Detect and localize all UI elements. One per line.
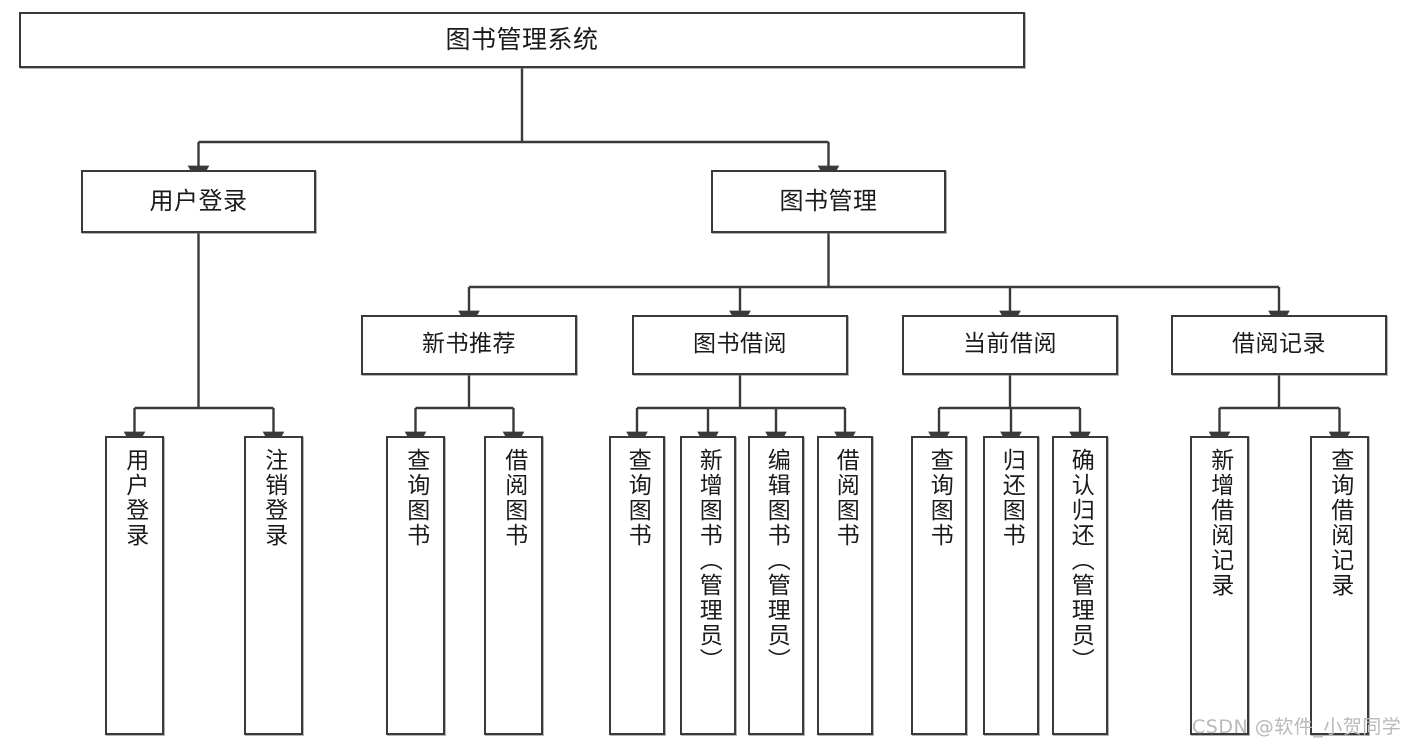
node-label-l-borrowbook2: 借阅图书 xyxy=(832,448,859,548)
csdn-watermark: CSDN @软件_小贺同学 xyxy=(1192,716,1402,738)
node-label-l-userlogin: 用户登录 xyxy=(121,448,148,548)
node-l-editbook[interactable]: 编辑图书（管理员） xyxy=(748,436,804,735)
node-label-n-login: 用户登录 xyxy=(149,187,248,216)
node-l-addrecord[interactable]: 新增借阅记录 xyxy=(1190,436,1249,735)
node-n-newbook[interactable]: 新书推荐 xyxy=(361,315,577,375)
node-label-l-confirmret: 确认归还（管理员） xyxy=(1067,448,1094,673)
node-n-current[interactable]: 当前借阅 xyxy=(902,315,1118,375)
node-n-bookmgmt[interactable]: 图书管理 xyxy=(711,170,946,233)
node-label-l-queryrecord: 查询借阅记录 xyxy=(1326,448,1353,598)
node-label-n-borrow: 图书借阅 xyxy=(693,331,787,358)
node-root[interactable]: 图书管理系统 xyxy=(19,12,1025,68)
node-label-l-returnbook: 归还图书 xyxy=(998,448,1025,548)
node-l-borrowbook1[interactable]: 借阅图书 xyxy=(484,436,543,735)
node-l-userlogin[interactable]: 用户登录 xyxy=(105,436,164,735)
node-label-l-addbook: 新增图书（管理员） xyxy=(695,448,722,673)
node-l-addbook[interactable]: 新增图书（管理员） xyxy=(680,436,736,735)
node-l-logout[interactable]: 注销登录 xyxy=(244,436,303,735)
node-l-querybook3[interactable]: 查询图书 xyxy=(911,436,967,735)
node-l-querybook1[interactable]: 查询图书 xyxy=(386,436,445,735)
node-l-queryrecord[interactable]: 查询借阅记录 xyxy=(1310,436,1369,735)
node-l-borrowbook2[interactable]: 借阅图书 xyxy=(817,436,873,735)
node-label-l-querybook3: 查询图书 xyxy=(926,448,953,548)
node-n-record[interactable]: 借阅记录 xyxy=(1171,315,1387,375)
node-label-l-querybook2: 查询图书 xyxy=(624,448,651,548)
node-n-borrow[interactable]: 图书借阅 xyxy=(632,315,848,375)
node-label-l-querybook1: 查询图书 xyxy=(402,448,429,548)
node-l-querybook2[interactable]: 查询图书 xyxy=(609,436,665,735)
node-label-l-editbook: 编辑图书（管理员） xyxy=(763,448,790,673)
node-label-l-logout: 注销登录 xyxy=(260,448,287,548)
node-label-n-record: 借阅记录 xyxy=(1232,331,1326,358)
node-l-confirmret[interactable]: 确认归还（管理员） xyxy=(1052,436,1108,735)
node-label-n-bookmgmt: 图书管理 xyxy=(779,187,878,216)
node-l-returnbook[interactable]: 归还图书 xyxy=(983,436,1039,735)
node-label-n-current: 当前借阅 xyxy=(963,331,1057,358)
node-label-l-addrecord: 新增借阅记录 xyxy=(1206,448,1233,598)
node-label-l-borrowbook1: 借阅图书 xyxy=(500,448,527,548)
node-n-login[interactable]: 用户登录 xyxy=(81,170,316,233)
node-label-n-newbook: 新书推荐 xyxy=(422,331,516,358)
node-label-root: 图书管理系统 xyxy=(445,25,599,54)
